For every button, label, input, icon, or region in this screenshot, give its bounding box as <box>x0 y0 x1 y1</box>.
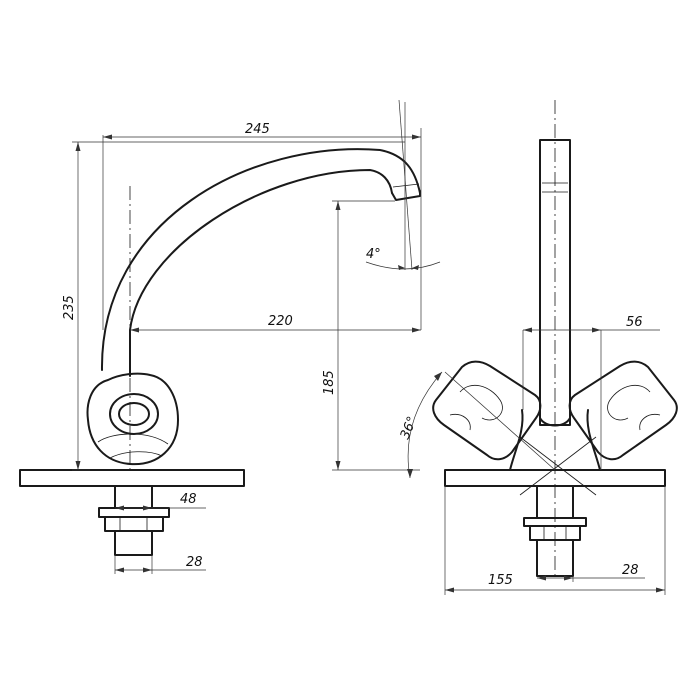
front-left-handle <box>432 360 542 461</box>
dim-235-label: 235 <box>62 295 77 320</box>
dim-28-right-label: 28 <box>622 563 639 578</box>
dim-28-left: 28 <box>114 555 206 574</box>
side-supply-pipe <box>114 530 153 556</box>
dim-4deg: 4° <box>365 99 441 271</box>
dim-245-label: 245 <box>245 122 270 137</box>
dim-220: 220 <box>130 314 421 333</box>
dim-185-label: 185 <box>322 370 337 395</box>
dim-220-label: 220 <box>268 314 293 329</box>
dim-48-label: 48 <box>180 492 197 507</box>
side-spout-tip <box>391 190 421 201</box>
side-nut <box>104 516 164 532</box>
side-handle-body <box>86 372 179 466</box>
dim-235: 235 <box>62 141 405 471</box>
side-spout-inner <box>129 169 393 377</box>
side-nut-top <box>98 507 170 518</box>
front-right-handle <box>568 360 678 461</box>
dim-155: 155 <box>444 486 666 595</box>
side-base-plate <box>19 469 245 487</box>
side-handle-ring-inner <box>118 402 150 426</box>
dim-28-right: 28 <box>537 563 645 582</box>
front-supply-pipe <box>536 539 574 577</box>
dim-4deg-label: 4° <box>366 247 381 262</box>
side-lower-pipe <box>114 485 153 509</box>
side-view <box>19 148 421 556</box>
dim-185: 185 <box>322 200 420 471</box>
side-handle-ring-outer <box>109 393 159 435</box>
dim-36deg-label: 36° <box>398 415 421 442</box>
dim-56-label: 56 <box>626 315 643 330</box>
front-view <box>432 100 678 580</box>
dim-56: 56 <box>522 315 660 470</box>
dim-245: 245 <box>102 122 422 330</box>
dim-28-left-label: 28 <box>186 555 203 570</box>
dim-155-label: 155 <box>488 573 513 588</box>
dim-48: 48 <box>115 492 206 511</box>
side-spout-outer <box>100 148 421 371</box>
